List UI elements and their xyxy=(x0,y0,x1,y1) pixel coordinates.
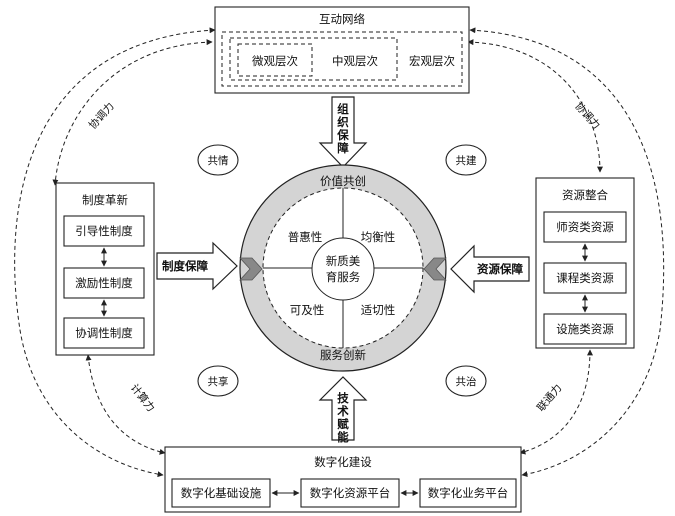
coordination-system-label: 协调性制度 xyxy=(75,326,133,340)
org-guarantee-arrow-shape xyxy=(318,96,368,168)
right-chevron-icon xyxy=(423,257,447,281)
central-ring: 新质美 育服务 价值共创 服务创新 普惠性 均衡性 可及性 适切性 xyxy=(239,164,447,372)
tech-empower-arrow-shape xyxy=(318,376,368,441)
resource-integration-title: 资源整合 xyxy=(562,188,608,202)
system-innovation-box: 制度革新 引导性制度 激励性制度 协调性制度 xyxy=(55,182,155,356)
value-cocreation-label: 价值共创 xyxy=(320,174,366,188)
coordination-system-box xyxy=(63,317,145,349)
interaction-network-box: 互动网络 微观层次 中观层次 宏观层次 xyxy=(214,6,470,94)
oval-cogovern xyxy=(445,365,487,397)
digital-business-platform-box xyxy=(419,478,517,508)
meso-level-label: 中观层次 xyxy=(332,54,378,68)
coordination-force-left: 协调力 xyxy=(86,100,117,132)
interaction-network-frame xyxy=(214,6,470,94)
oval-share-label: 共享 xyxy=(208,375,229,388)
interaction-network-title: 互动网络 xyxy=(319,12,365,26)
system-guarantee-label: 制度保障 xyxy=(162,259,208,273)
quadrant-balanced: 均衡性 xyxy=(361,230,396,244)
digital-resource-platform-box xyxy=(300,478,400,508)
oval-cobuild-label: 共建 xyxy=(456,154,477,167)
digital-infrastructure-label: 数字化基础设施 xyxy=(181,486,262,500)
corner-ovals: 共情 共建 共享 共治 xyxy=(197,144,487,397)
quadrant-accessible: 可及性 xyxy=(290,303,325,317)
macro-level-label: 宏观层次 xyxy=(409,54,455,68)
oval-empathy xyxy=(197,144,239,176)
tech-empower-char-1: 技 xyxy=(337,391,349,405)
connectivity-force: 联通力 xyxy=(534,382,564,414)
digital-infrastructure-box xyxy=(171,478,271,508)
oval-cogovern-label: 共治 xyxy=(456,375,477,388)
digital-business-platform-label: 数字化业务平台 xyxy=(428,486,509,500)
teacher-resource-label: 师资类资源 xyxy=(556,220,614,234)
left-chevron-icon xyxy=(239,257,263,281)
oval-empathy-label: 共情 xyxy=(208,154,229,167)
link-outer-right xyxy=(469,27,665,478)
tech-empower-char-3: 赋 xyxy=(337,417,349,431)
digital-construction-box: 数字化建设 数字化基础设施 数字化资源平台 数字化业务平台 xyxy=(164,446,522,513)
system-innovation-title: 制度革新 xyxy=(82,193,128,207)
system-guarantee-arrow: 制度保障 xyxy=(156,241,238,291)
macro-level-frame xyxy=(221,31,463,87)
digital-construction-title: 数字化建设 xyxy=(314,455,372,469)
resource-guarantee-label: 资源保障 xyxy=(477,262,523,276)
outer-connections xyxy=(14,27,665,478)
quadrant-inclusive: 普惠性 xyxy=(288,230,323,244)
resource-guarantee-arrow: 资源保障 xyxy=(450,244,530,294)
tech-empower-char-4: 能 xyxy=(337,430,349,444)
link-top-left xyxy=(52,39,213,186)
oval-share xyxy=(197,365,239,397)
link-top-right xyxy=(467,39,603,173)
tech-empower-char-2: 术 xyxy=(336,404,349,418)
coordination-force-right: 协调力 xyxy=(572,100,603,132)
link-bottom-right xyxy=(519,349,593,455)
incentive-system-box xyxy=(63,267,145,299)
org-guarantee-char-2: 织 xyxy=(337,115,349,129)
org-guarantee-char-4: 障 xyxy=(337,141,349,155)
guiding-system-box xyxy=(63,215,145,247)
org-guarantee-char-1: 组 xyxy=(337,102,349,116)
resource-integration-box: 资源整合 师资类资源 课程类资源 设施类资源 xyxy=(535,177,635,349)
quadrant-appropriate: 适切性 xyxy=(361,303,396,317)
computing-force: 计算力 xyxy=(128,381,158,414)
micro-level-frame xyxy=(237,43,313,77)
core-circle xyxy=(311,237,375,301)
link-bottom-left xyxy=(85,354,166,455)
service-innovation-label: 服务创新 xyxy=(320,348,366,362)
course-resource-label: 课程类资源 xyxy=(556,271,614,285)
org-guarantee-char-3: 保 xyxy=(336,128,349,142)
incentive-system-label: 激励性制度 xyxy=(75,276,133,290)
core-label-line2: 育服务 xyxy=(326,270,361,284)
facility-resource-box xyxy=(543,313,627,345)
system-guarantee-arrow-shape xyxy=(156,241,238,291)
tech-empower-arrow: 技 术 赋 能 xyxy=(318,376,368,444)
link-outer-left xyxy=(14,27,216,478)
micro-level-label: 微观层次 xyxy=(252,54,298,68)
teacher-resource-box xyxy=(543,211,627,243)
guiding-system-label: 引导性制度 xyxy=(75,224,133,238)
core-label-line1: 新质美 xyxy=(326,254,361,268)
facility-resource-label: 设施类资源 xyxy=(556,322,614,336)
oval-cobuild xyxy=(445,144,487,176)
course-resource-box xyxy=(543,262,627,294)
org-guarantee-arrow: 组 织 保 障 xyxy=(318,96,368,168)
resource-guarantee-arrow-shape xyxy=(450,244,530,294)
digital-resource-platform-label: 数字化资源平台 xyxy=(310,486,391,500)
